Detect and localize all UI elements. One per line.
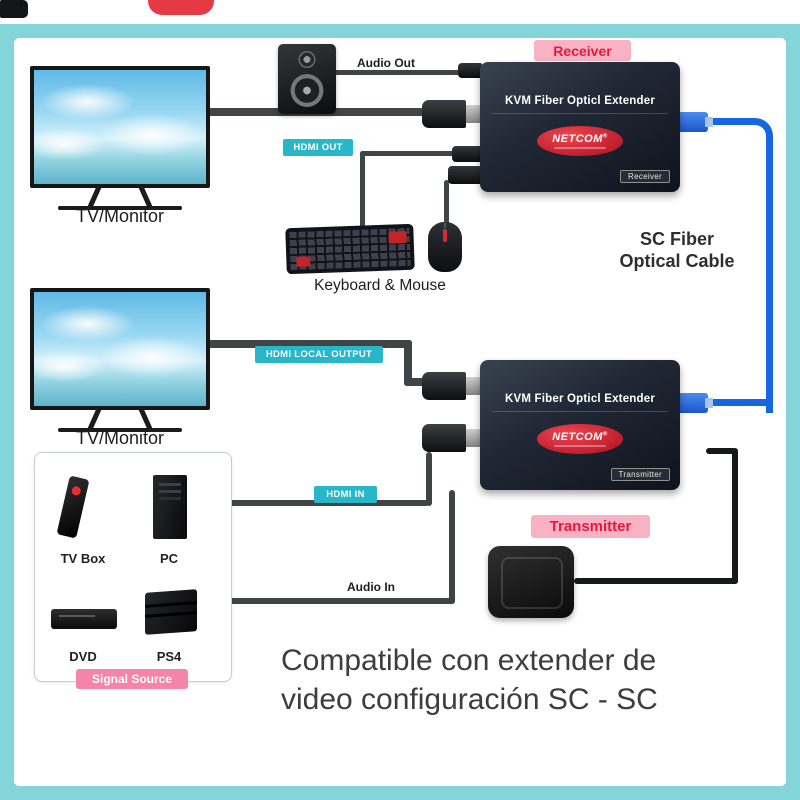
audio-in-label: Audio In [347, 580, 395, 594]
receiver-floating-label: Receiver [534, 40, 631, 61]
power-adapter-icon [488, 546, 574, 618]
netcom-logo: NETCOM® [537, 126, 623, 156]
caption-line1: Compatible con extender de [281, 644, 657, 677]
tv-stand-leg [87, 407, 102, 431]
keyboard-cable-h [360, 151, 460, 156]
usb-port-icon [452, 146, 482, 162]
sc-connector-icon [676, 112, 713, 132]
mouse-icon [428, 222, 462, 272]
keyboard-mouse-label: Keyboard & Mouse [314, 277, 446, 294]
audio-out-cable [334, 70, 462, 75]
device-groove [492, 113, 668, 114]
tv-monitor-label-bottom: TV/Monitor [75, 428, 165, 448]
caption: Compatible con extender de video configu… [281, 641, 773, 719]
device-title: KVM Fiber Opticl Extender [504, 95, 656, 107]
hdmi-plug-tip [466, 105, 482, 123]
brand-text: NETCOM [552, 133, 603, 145]
tv-box-label: TV Box [60, 551, 106, 566]
hdmi-plug-body [422, 372, 466, 400]
speaker-woofer [290, 74, 324, 107]
cloud-art [100, 336, 205, 378]
audio-in-cable-h [229, 598, 455, 604]
sc-fiber-cable-end [704, 399, 766, 406]
hdmi-local-cable-b [404, 340, 412, 386]
hdmi-plug-body [422, 100, 466, 128]
audio-jack-icon [458, 63, 482, 78]
hdmi-local-cable-a [206, 340, 412, 348]
registered-mark: ® [602, 133, 608, 140]
netcom-logo: NETCOM® [537, 424, 623, 454]
sc-fiber-label: SC Fiber Optical Cable [588, 228, 766, 272]
signal-source-box: TV Box PC DVD PS4 [34, 452, 232, 682]
power-cable-c [706, 448, 736, 454]
hdmi-plug-tip [466, 429, 482, 447]
tv-stand-leg [87, 185, 102, 209]
keyboard-cable-v [360, 151, 365, 228]
tv-stand-leg [138, 185, 153, 209]
mouse-cable [444, 180, 449, 224]
tv-stand-base [58, 206, 182, 210]
ps4-label: PS4 [156, 649, 182, 664]
brand-tagline [554, 445, 606, 447]
hdmi-plug-icon [422, 372, 482, 400]
hdmi-in-cable-h [229, 500, 429, 506]
speaker-icon [278, 44, 336, 114]
hdmi-plug-tip [466, 377, 482, 395]
caption-line2: video configuración SC - SC [281, 683, 658, 716]
transmitter-device: KVM Fiber Opticl Extender NETCOM® Transm… [480, 360, 680, 490]
hdmi-local-cable-c [404, 378, 428, 386]
usb-port-icon [448, 166, 482, 184]
device-badge: Receiver [620, 170, 670, 183]
hdmi-plug-icon [422, 100, 482, 128]
device-badge: Transmitter [610, 468, 670, 481]
cloud-art [34, 350, 107, 382]
sc-fiber-line1: SC Fiber [639, 229, 714, 249]
keyboard-accent [296, 256, 311, 267]
tv-box-icon [56, 475, 90, 539]
pc-icon [153, 475, 187, 539]
dvd-label: DVD [69, 649, 97, 664]
device-groove [492, 411, 668, 412]
receiver-device: KVM Fiber Opticl Extender NETCOM® Receiv… [480, 62, 680, 192]
signal-source-badge: Signal Source [76, 669, 188, 689]
cloud-art [34, 128, 107, 160]
hdmi-local-output-badge: HDMI LOCAL OUTPUT [255, 346, 383, 363]
hdmi-plug-icon [422, 424, 482, 452]
audio-in-cable-v [449, 490, 455, 604]
cloud-art [100, 114, 205, 156]
power-cable-a [574, 578, 738, 584]
speaker-tweeter [298, 51, 316, 68]
tv-screen [30, 66, 210, 188]
sc-fiber-cable [704, 118, 773, 413]
sc-connector-icon [676, 393, 713, 413]
tv-stand-leg [138, 407, 153, 431]
hdmi-in-cable-v [426, 452, 432, 506]
tv-monitor-label-top: TV/Monitor [75, 206, 165, 226]
hdmi-out-badge: HDMI OUT [283, 139, 353, 156]
logo-fragment [148, 0, 214, 15]
hdmi-plug-body [422, 424, 466, 452]
transmitter-floating-label: Transmitter [531, 515, 650, 538]
dvd-icon [51, 609, 117, 629]
audio-out-label: Audio Out [357, 56, 415, 70]
tv-screen [30, 288, 210, 410]
tv-monitor-top [30, 66, 210, 216]
power-plug-icon [0, 0, 28, 18]
brand-tagline [554, 147, 606, 149]
power-cable-b [732, 448, 738, 584]
keyboard-icon [285, 223, 415, 275]
keyboard-accent [388, 231, 407, 244]
ps4-icon [145, 589, 197, 635]
registered-mark: ® [602, 431, 608, 438]
sc-fiber-line2: Optical Cable [619, 251, 735, 271]
hdmi-in-badge: HDMI IN [314, 486, 377, 503]
tv-monitor-bottom [30, 288, 210, 438]
device-title: KVM Fiber Opticl Extender [504, 393, 656, 405]
brand-text: NETCOM [552, 431, 603, 443]
tv-stand-base [58, 428, 182, 432]
pc-label: PC [159, 551, 179, 566]
